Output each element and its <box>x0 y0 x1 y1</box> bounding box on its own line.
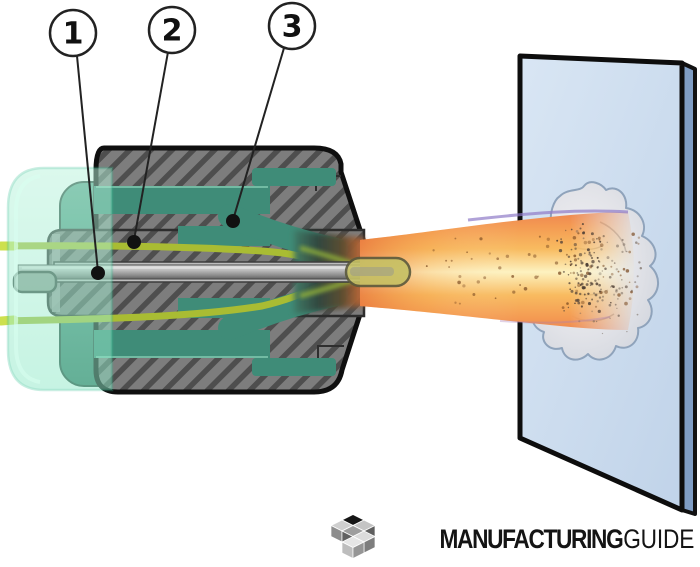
brand-wordmark: MANUFACTURINGGUIDE <box>439 513 694 565</box>
callout-3-number: 3 <box>282 10 303 45</box>
callout-2-number: 2 <box>162 14 183 49</box>
flame-jet <box>344 212 634 330</box>
cube-logo-icon <box>330 514 376 560</box>
callout-2-leader <box>133 51 169 241</box>
callout-1-leader <box>76 55 99 273</box>
channel-upper-thin <box>252 168 336 186</box>
brand-logo: MANUFACTURINGGUIDE <box>323 513 694 565</box>
air-cap-edge-highlight <box>14 174 41 384</box>
flame-fringe-top <box>467 209 629 222</box>
callout-3-leader <box>232 47 285 221</box>
gas-channels <box>94 168 348 376</box>
flame-fringe-bottom <box>499 316 611 324</box>
flame-left-tint <box>360 218 540 324</box>
channel-highlight <box>96 186 268 358</box>
splat-speckles <box>556 223 643 335</box>
spray-gun <box>0 145 385 395</box>
callout-2: 2 <box>127 5 197 249</box>
wire-tip-core <box>350 267 394 276</box>
spray-particles <box>425 232 641 309</box>
callouts: 1 2 3 <box>48 1 317 280</box>
callout-1-circle <box>48 8 98 58</box>
callout-1-number: 1 <box>63 17 84 52</box>
brand-name-bold: MANUFACTURING <box>439 524 623 554</box>
callout-3-circle <box>267 1 317 51</box>
callout-2-dot <box>127 235 141 249</box>
callout-3-dot <box>226 214 240 228</box>
brand-name-light: GUIDE <box>623 524 694 554</box>
callout-2-circle <box>147 5 197 55</box>
callout-1-dot <box>91 266 105 280</box>
callout-3: 3 <box>226 1 317 228</box>
channel-lower-thin <box>252 358 336 376</box>
callout-1: 1 <box>48 8 105 280</box>
air-cap-mint <box>6 166 114 392</box>
